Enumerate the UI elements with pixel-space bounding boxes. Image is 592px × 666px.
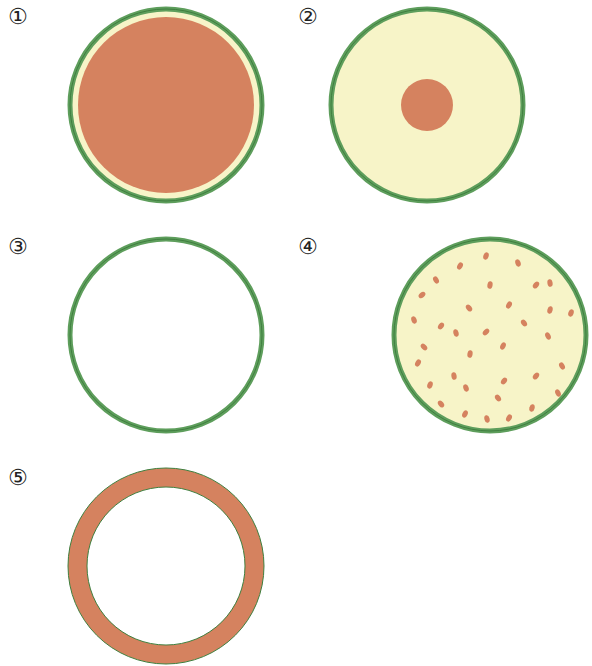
cell-wall [70,239,262,431]
cell-wall-edge [331,9,523,201]
cell-wall [331,9,523,201]
cell-figure [70,239,262,431]
callout-number: ① [8,6,28,28]
stained-region [78,17,254,193]
stained-ring [78,478,255,655]
cell-wall [394,239,586,431]
callout-number: ② [298,6,318,28]
callout-number: ③ [8,236,28,258]
inner-edge [87,487,245,645]
cell-wall-edge [394,239,586,431]
cell-figure [394,239,586,431]
cell-figure [68,468,264,664]
cell-wall [70,9,262,201]
cell-figure [331,9,523,201]
callout-number: ④ [298,236,318,258]
callout-number: ⑤ [8,467,28,489]
cell-wall-edge [68,468,264,664]
cell-wall-edge [70,239,262,431]
cell-figure [70,9,262,201]
nucleus [401,79,453,131]
granules [410,252,574,424]
cell-wall-edge [70,9,262,201]
